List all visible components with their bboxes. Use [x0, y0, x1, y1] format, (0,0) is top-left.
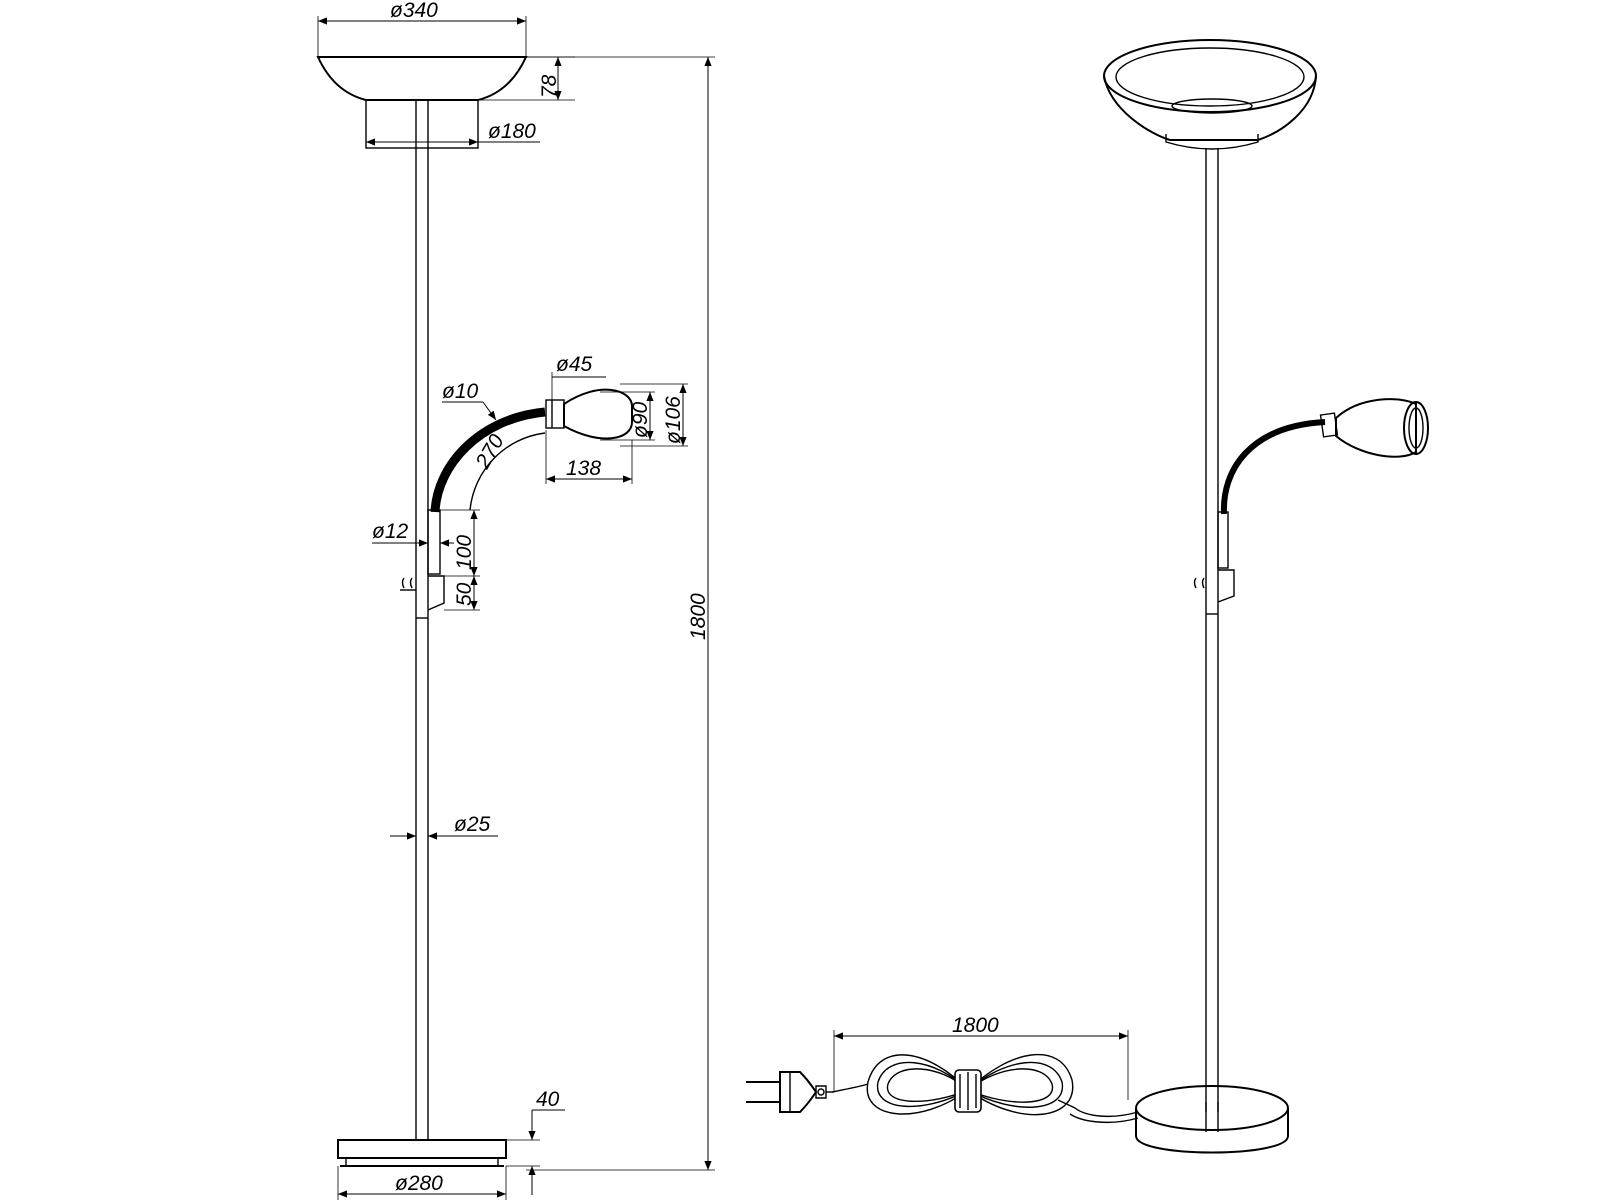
dim-base-height: 40	[506, 1088, 565, 1195]
label-base-height: 40	[536, 1088, 560, 1111]
label-flex-arm-diameter: ø10	[442, 380, 479, 403]
label-switch-height: 50	[453, 582, 476, 606]
perspective-pole	[1205, 148, 1219, 1132]
dim-spot-reach: 138	[545, 430, 633, 484]
label-total-height: 1800	[687, 593, 710, 640]
perspective-base	[1135, 1085, 1289, 1154]
dim-top-shade-diameter: ø340	[317, 0, 527, 57]
perspective-arm-mount	[1193, 511, 1235, 603]
power-cable	[1057, 1099, 1139, 1123]
dim-base-diameter: ø280	[337, 1166, 507, 1200]
dim-arm-mount-heights: 100 50	[440, 509, 480, 611]
spotlight	[545, 388, 633, 440]
perspective-flex-arm	[1220, 419, 1326, 515]
power-plug	[746, 1071, 834, 1113]
dim-spot-holder-diameter: ø45	[551, 353, 606, 400]
coiled-cable	[831, 1053, 1074, 1116]
dim-spot-diameters: ø90 ø106	[600, 383, 688, 447]
dim-shade-base-diameter: ø180	[366, 120, 540, 146]
dim-flex-arm-diameter: ø10	[442, 380, 497, 421]
label-shade-base-diameter: ø180	[488, 120, 536, 143]
flex-arm	[430, 407, 546, 513]
label-top-shade-diameter: ø340	[390, 0, 438, 22]
base	[337, 1139, 507, 1167]
dim-pole-diameter: ø25	[390, 813, 498, 840]
label-spot-outer-diameter: ø106	[662, 396, 685, 444]
label-spot-holder-diameter: ø45	[556, 353, 593, 376]
label-shade-height: 78	[538, 74, 561, 98]
label-pole-diameter: ø25	[454, 813, 491, 836]
perspective-bowl	[1103, 39, 1317, 150]
label-spot-inner-diameter: ø90	[629, 401, 652, 438]
pole	[415, 148, 429, 1140]
elevation-view: ø340 78 ø180 1800	[316, 0, 715, 1200]
label-cable-length: 1800	[952, 1014, 999, 1037]
label-arm-mount-height: 100	[453, 535, 476, 570]
label-base-diameter: ø280	[395, 1172, 443, 1195]
perspective-spotlight	[1319, 398, 1429, 458]
label-arm-mount-diameter: ø12	[372, 520, 409, 543]
perspective-view: 1800	[746, 39, 1429, 1154]
label-spot-reach: 138	[566, 457, 601, 480]
dim-arm-mount-diameter: ø12	[372, 520, 454, 547]
dim-cable-length: 1800	[833, 1014, 1129, 1100]
dim-total-height: 1800	[526, 56, 715, 1171]
